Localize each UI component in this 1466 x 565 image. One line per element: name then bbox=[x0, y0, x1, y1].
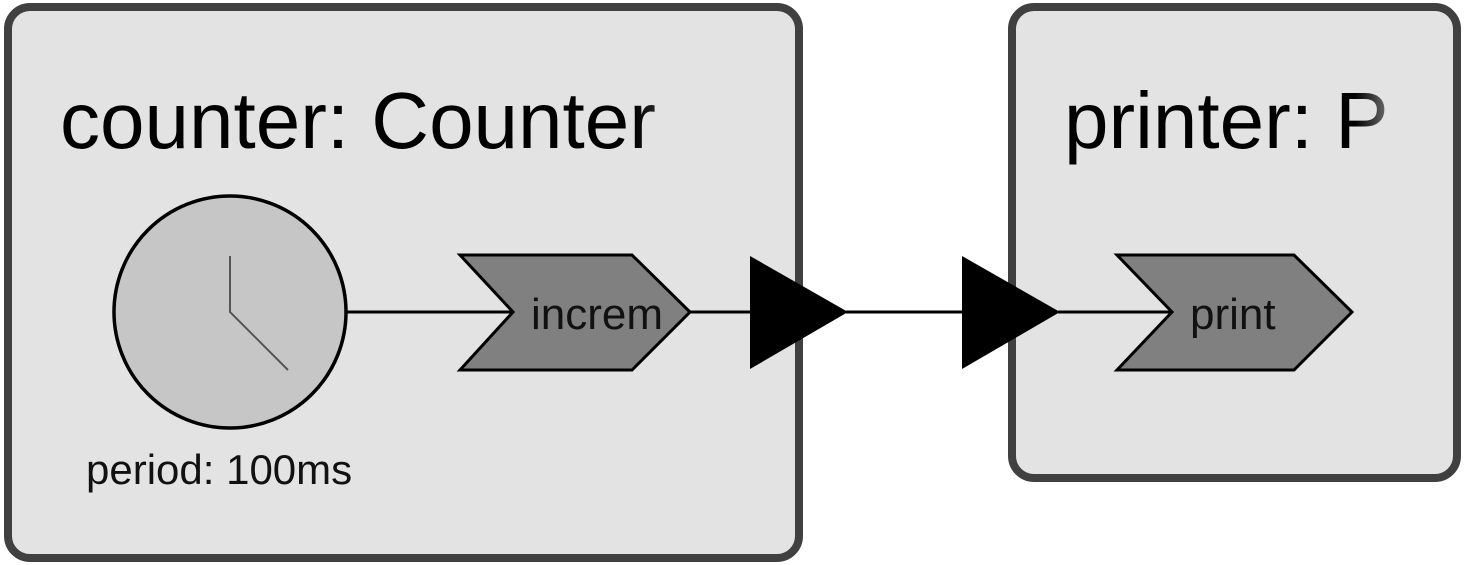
reactor-printer[interactable]: printer: P print bbox=[962, 3, 1461, 482]
reactor-printer-box bbox=[1008, 3, 1461, 482]
reaction-print-label: print bbox=[1190, 290, 1276, 339]
reaction-chevron-icon bbox=[456, 253, 693, 372]
reaction-increment-label: increm bbox=[531, 290, 663, 339]
input-port-icon[interactable] bbox=[962, 256, 1060, 369]
reaction-increment[interactable]: increm bbox=[456, 253, 693, 372]
reactor-counter[interactable]: counter: Counter period: 100ms increm bbox=[4, 3, 848, 562]
clock-hands bbox=[229, 256, 289, 371]
reaction-chevron-icon bbox=[1113, 253, 1355, 372]
reactor-counter-title: counter: Counter bbox=[60, 76, 656, 165]
output-port-icon[interactable] bbox=[750, 256, 848, 369]
reactor-printer-title: printer: P bbox=[1064, 76, 1389, 165]
reaction-print[interactable]: print bbox=[1113, 253, 1355, 372]
timer-period-label: period: 100ms bbox=[86, 446, 352, 493]
